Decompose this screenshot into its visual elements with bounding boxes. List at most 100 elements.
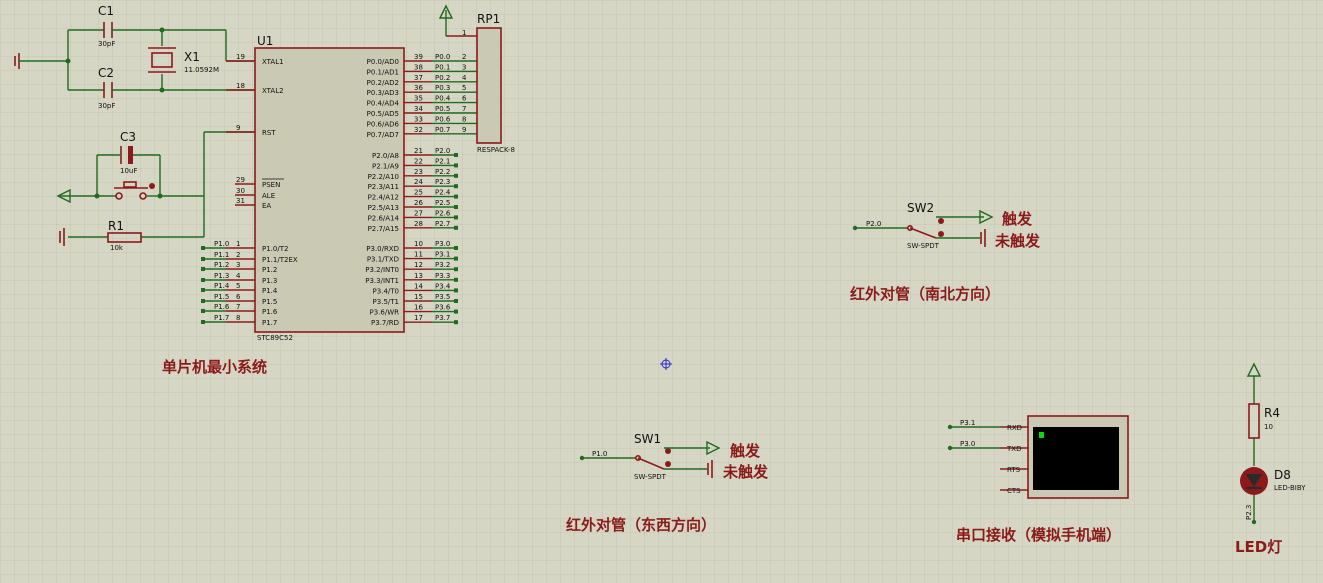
- sw2-no-trigger-label: 未触发: [994, 232, 1041, 250]
- mcu-pin-num: 23: [414, 168, 423, 176]
- mcu-pin-name: XTAL1: [262, 58, 284, 66]
- mcu-pin-name: P1.0/T2: [262, 245, 288, 253]
- mcu-pin-num: 31: [236, 197, 245, 205]
- mcu-net-label: P0.3: [435, 84, 450, 92]
- sw1-ref: SW1: [634, 432, 661, 446]
- terminal-pin-label: RXD: [1007, 424, 1022, 432]
- mcu-net-label: P3.4: [435, 282, 451, 290]
- rp1-ref: RP1: [477, 12, 500, 26]
- mcu-net-label: P3.5: [435, 293, 450, 301]
- mcu-pin-name: P2.4/A12: [368, 194, 399, 202]
- rp1-pin: 8: [462, 115, 466, 123]
- terminal-pin-label: CTS: [1007, 487, 1021, 495]
- sw1-trigger-label: 触发: [730, 442, 761, 460]
- label-serial: 串口接收（模拟手机端）: [956, 526, 1121, 544]
- p1-net-label: P1.0: [214, 240, 229, 248]
- power-arrow-icon: [438, 4, 454, 19]
- mcu-chip[interactable]: U1 STC89C52 19XTAL118XTAL29RST29PSEN30AL…: [201, 34, 477, 342]
- terminal-pin-label: TXD: [1006, 445, 1021, 453]
- mcu-net-label: P0.2: [435, 74, 450, 82]
- mcu-pin-num: 3: [236, 261, 240, 269]
- mcu-net-label: P3.0: [435, 240, 450, 248]
- mcu-pin-num: 4: [236, 272, 241, 280]
- mcu-net-label: P3.3: [435, 272, 450, 280]
- mcu-pin-name: P0.1/AD1: [367, 68, 399, 76]
- p1-net-label: P1.6: [214, 303, 230, 311]
- mcu-pin-num: 18: [236, 82, 245, 90]
- mcu-pin-name: RST: [262, 129, 276, 137]
- c1-ref: C1: [98, 4, 114, 18]
- rp1-pin: 6: [462, 95, 467, 103]
- mcu-pin-num: 24: [414, 178, 423, 186]
- mcu-pin-num: 28: [414, 220, 423, 228]
- led-circuit[interactable]: R4 10 D8 LED-BIBY P2.3: [1240, 362, 1306, 525]
- sw1-no-trigger-label: 未触发: [722, 463, 769, 481]
- mcu-pin-name: P3.2/INT0: [365, 266, 399, 274]
- mcu-pin-num: 16: [414, 304, 423, 312]
- label-minimal-system: 单片机最小系统: [162, 358, 267, 376]
- mcu-pin-name: P3.5/T1: [373, 298, 399, 306]
- rp1-pin: 2: [462, 53, 466, 61]
- mcu-net-label: P2.4: [435, 189, 451, 197]
- mcu-pin-name: P3.3/INT1: [365, 277, 399, 285]
- mcu-pin-name: P0.5/AD5: [367, 110, 399, 118]
- mcu-net-label: P3.6: [435, 304, 451, 312]
- mcu-pin-name: P1.4: [262, 287, 278, 295]
- mcu-pin-num: 21: [414, 147, 423, 155]
- r4-ref: R4: [1264, 406, 1280, 420]
- p1-net-label: P1.3: [214, 272, 229, 280]
- mcu-pin-num: 34: [414, 105, 423, 113]
- mcu-pin-num: 22: [414, 157, 423, 165]
- mcu-pin-num: 2: [236, 251, 240, 259]
- mcu-pin-name: P0.2/AD2: [367, 79, 399, 87]
- sw2-ref: SW2: [907, 201, 934, 215]
- mcu-pin-name: P3.7/RD: [371, 319, 399, 327]
- mcu-pin-num: 32: [414, 126, 423, 134]
- mcu-pin-name: P1.7: [262, 319, 277, 327]
- trigger-arrow-icon: [979, 209, 994, 225]
- mcu-pin-num: 25: [414, 189, 423, 197]
- mcu-pin-name: P2.1/A9: [372, 162, 399, 170]
- x1-ref: X1: [184, 50, 200, 64]
- mcu-pin-name: P1.1/T2EX: [262, 256, 298, 264]
- mcu-net-label: P0.1: [435, 63, 450, 71]
- terminal-pin-label: RTS: [1007, 466, 1021, 474]
- p1-net-label: P1.5: [214, 293, 229, 301]
- reset-circuit[interactable]: C3 10uF R1 10k: [56, 130, 255, 252]
- sw1-switch[interactable]: SW1 P1.0 SW-SPDT 触发 未触发: [579, 432, 769, 481]
- mcu-net-label: P2.0: [435, 147, 450, 155]
- mcu-net-label: P2.6: [435, 209, 451, 217]
- mcu-pin-num: 1: [236, 240, 240, 248]
- mcu-pin-name: P1.5: [262, 298, 277, 306]
- crystal-circuit[interactable]: C1 30pF C2 30pF X1 11.0592M: [14, 4, 255, 110]
- p1-net-label: P1.4: [214, 282, 230, 290]
- rp1-pin: 9: [462, 126, 466, 134]
- sw2-switch[interactable]: SW2 P2.0 SW-SPDT 触发 未触发: [852, 201, 1041, 250]
- mcu-pin-num: 9: [236, 124, 240, 132]
- mcu-pin-name: P1.3: [262, 277, 277, 285]
- mcu-net-label: P2.2: [435, 168, 450, 176]
- mcu-pin-name: P0.4/AD4: [367, 100, 400, 108]
- r1-value: 10k: [110, 244, 124, 252]
- mcu-net-label: P3.2: [435, 261, 450, 269]
- mcu-pin-num: 10: [414, 240, 423, 248]
- mcu-pin-name: P2.6/A14: [368, 214, 400, 222]
- mcu-pin-name: P0.7/AD7: [367, 131, 399, 139]
- mcu-pin-num: 37: [414, 74, 423, 82]
- mcu-pin-num: 33: [414, 115, 423, 123]
- d8-value: LED-BIBY: [1274, 484, 1306, 492]
- rp1-pin: 5: [462, 84, 466, 92]
- rp1-pin: 7: [462, 105, 466, 113]
- mcu-ref: U1: [257, 34, 273, 48]
- mcu-pin-num: 30: [236, 187, 245, 195]
- mcu-net-label: P0.6: [435, 115, 451, 123]
- mcu-pin-name: P0.3/AD3: [367, 89, 399, 97]
- ground-icon: [980, 229, 986, 247]
- mcu-pin-num: 39: [414, 53, 423, 61]
- terminal-pins: RXD TXD RTS CTS: [1000, 424, 1028, 495]
- c1-value: 30pF: [98, 40, 115, 48]
